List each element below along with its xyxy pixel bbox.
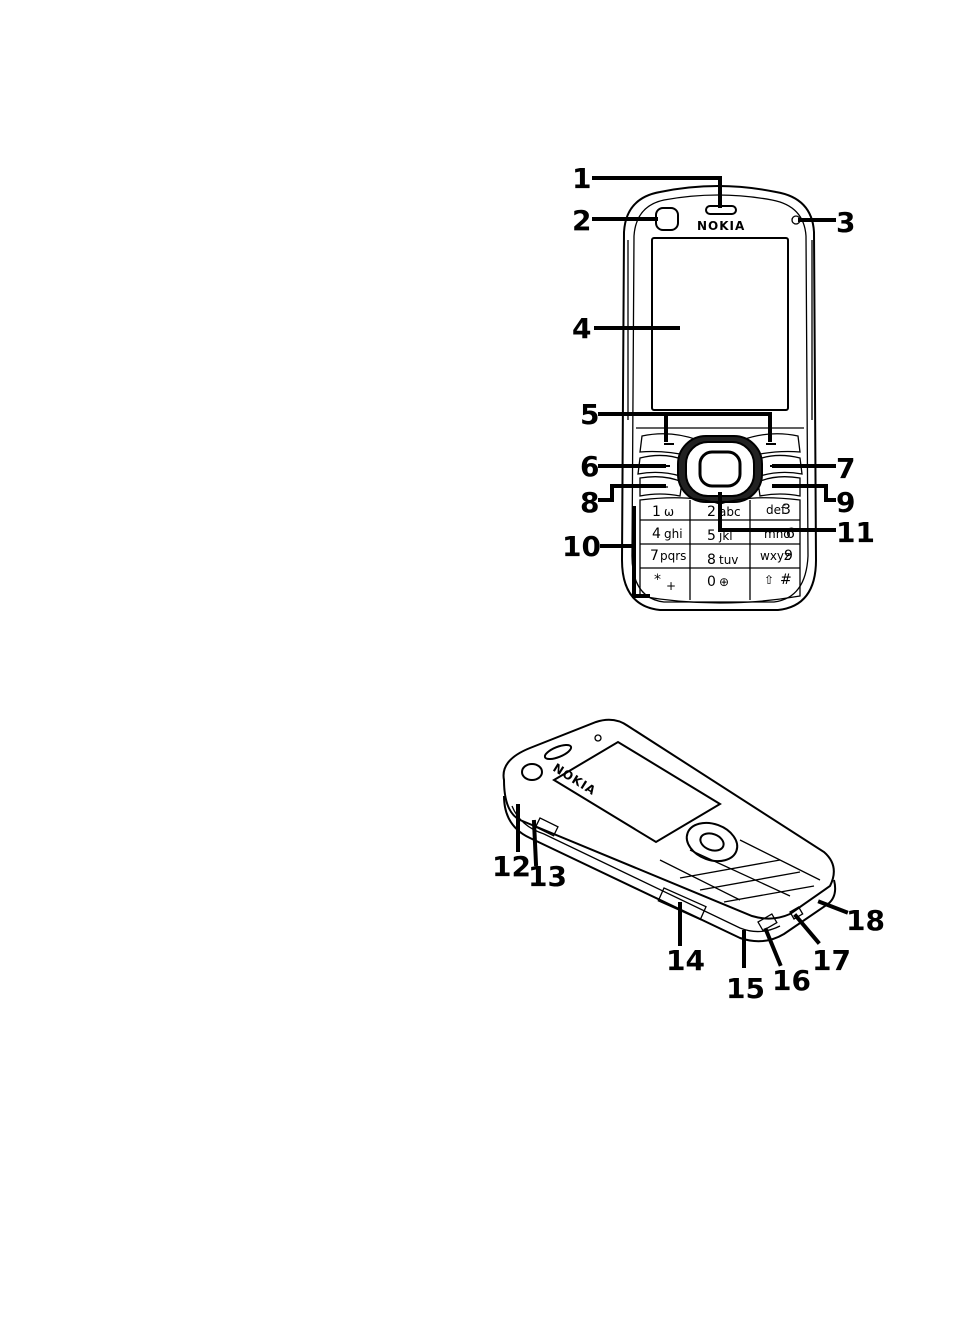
- callout-16: 16: [772, 964, 811, 997]
- side-display: [554, 742, 720, 842]
- callout-7: 7: [836, 452, 855, 485]
- callout-1: 1: [572, 162, 591, 195]
- side-front-camera: [522, 764, 542, 780]
- key-5: 5: [707, 528, 716, 544]
- callout-14: 14: [666, 944, 705, 977]
- callout-8: 8: [580, 486, 599, 519]
- key-hash: #: [780, 572, 792, 588]
- display: [652, 238, 788, 410]
- side-earpiece: [543, 742, 573, 762]
- callout-9: 9: [836, 486, 855, 519]
- navi-key-center: [700, 452, 740, 486]
- side-key-line-6: [724, 886, 814, 902]
- side-view: NOKIA 1: [492, 720, 885, 1005]
- key-star: *: [654, 572, 661, 588]
- key-7: 7: [650, 548, 659, 564]
- callout-12: 12: [492, 850, 531, 883]
- key-0: 0: [707, 574, 716, 590]
- key-0-sub: ⊕: [719, 575, 729, 589]
- key-4: 4: [652, 526, 661, 542]
- callout-13: 13: [528, 860, 567, 893]
- key-8: 8: [707, 552, 716, 568]
- front-view: NOKIA 1 ω: [562, 162, 875, 610]
- leader-13: [534, 822, 536, 864]
- side-navi-center: [698, 830, 726, 853]
- side-keypad: [660, 840, 820, 902]
- side-callouts: 12 13 14 15 16 17 18: [492, 850, 885, 1005]
- key-4-sub: ghi: [664, 527, 683, 541]
- key-1-sub: ω: [664, 505, 674, 519]
- key-9: 9: [784, 548, 793, 564]
- callout-10: 10: [562, 530, 601, 563]
- key-1: 1: [652, 504, 661, 520]
- callout-6: 6: [580, 450, 599, 483]
- key-hash-sub: ⇧: [764, 573, 774, 587]
- callout-11: 11: [836, 516, 875, 549]
- callout-4: 4: [572, 312, 591, 345]
- key-3: 3: [782, 502, 791, 518]
- side-light-sensor: [595, 735, 601, 741]
- side-key-line-5: [700, 872, 800, 890]
- callout-18: 18: [846, 904, 885, 937]
- key-2-sub: abc: [719, 505, 741, 519]
- callout-3: 3: [836, 206, 855, 239]
- leader-17: [796, 916, 818, 942]
- callout-5: 5: [580, 398, 599, 431]
- side-key-line-4: [680, 860, 780, 878]
- leader-16: [766, 930, 780, 964]
- callout-17: 17: [812, 944, 851, 977]
- key-star-sub: +: [666, 579, 676, 593]
- key-8-sub: tuv: [719, 553, 738, 567]
- callout-15: 15: [726, 972, 765, 1005]
- key-2: 2: [707, 504, 716, 520]
- key-7-sub: pqrs: [660, 549, 686, 563]
- front-camera: [656, 208, 678, 230]
- front-brand: NOKIA: [697, 219, 745, 233]
- callout-2: 2: [572, 204, 591, 237]
